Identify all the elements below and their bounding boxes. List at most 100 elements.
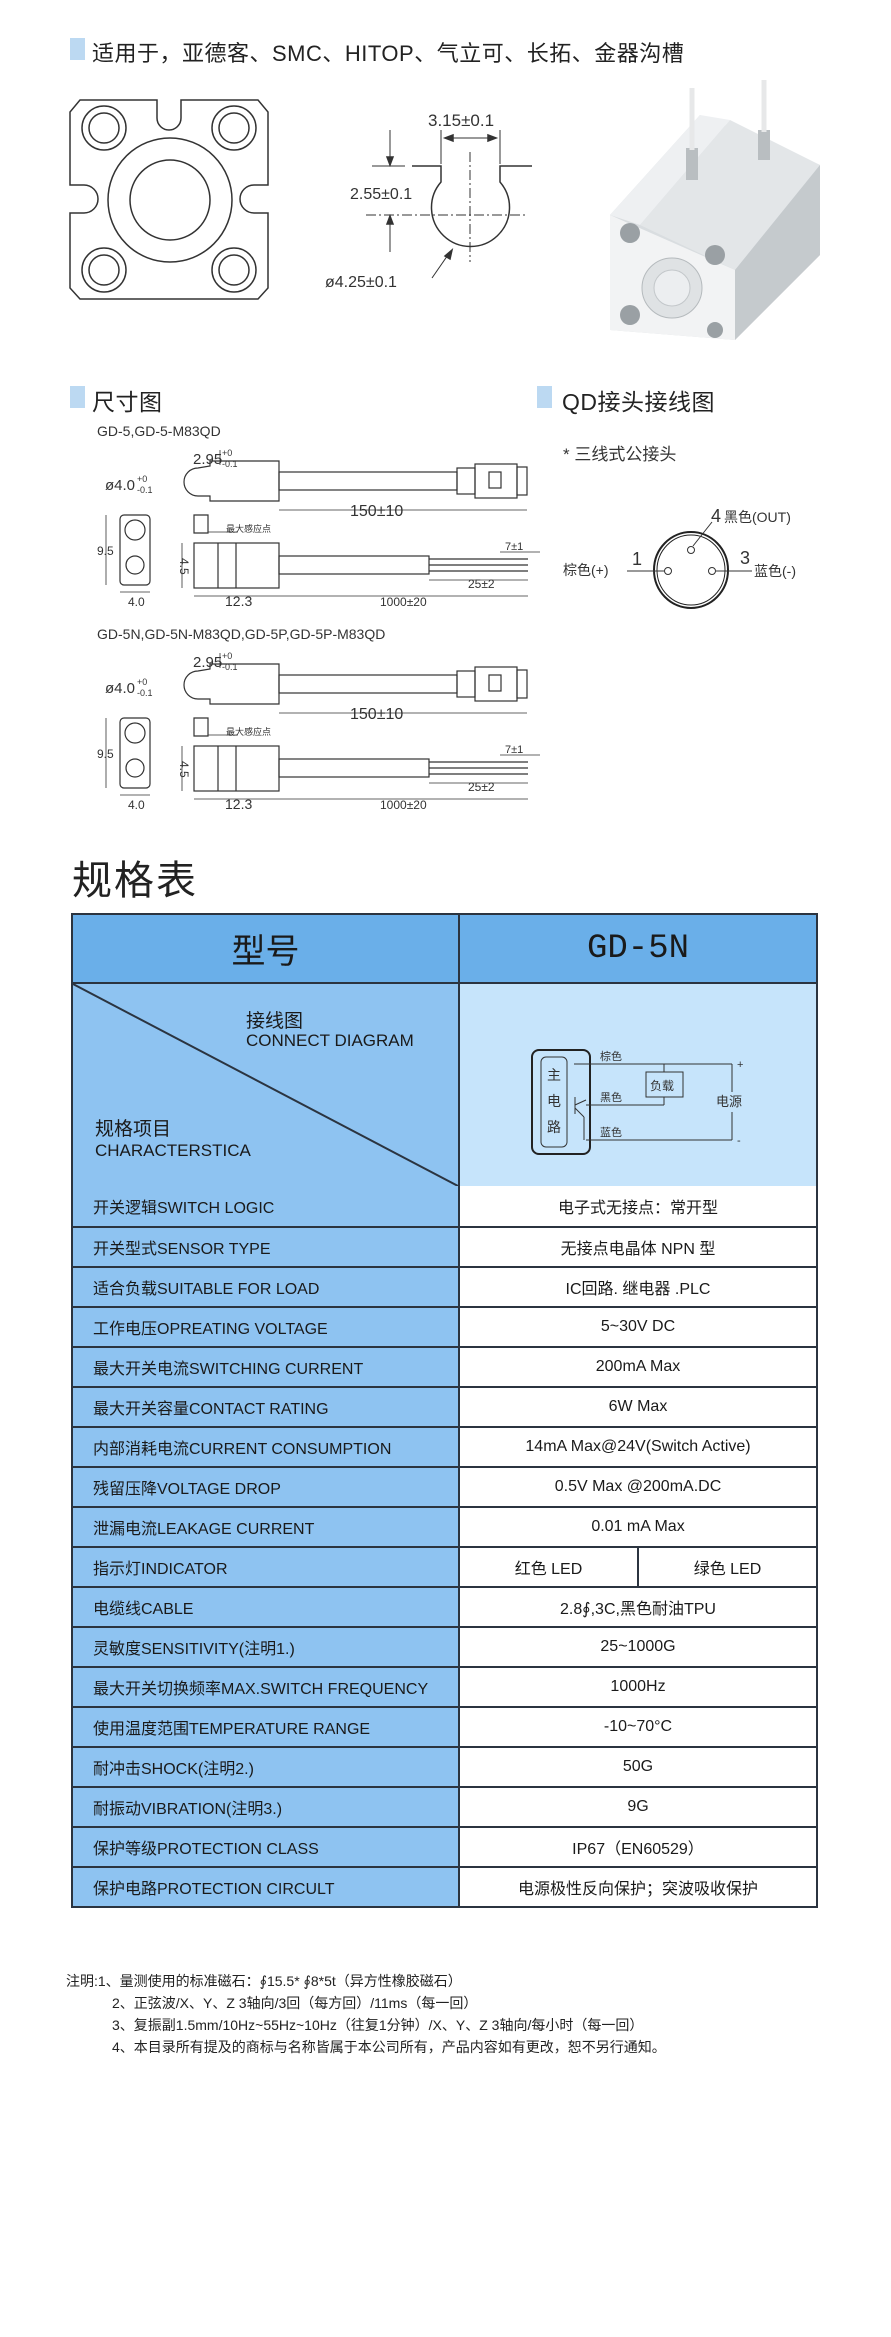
note-3: 3、复振副1.5mm/10Hz~55Hz~10Hz（往复1分钟）/X、Y、Z 3…	[112, 2017, 644, 2033]
minus-label: -	[737, 1135, 741, 1147]
head-width-tol-down: -0.1	[222, 459, 238, 469]
head-dia-tol-up: +0	[137, 677, 147, 687]
spec-value: 电源极性反向保护；突波吸收保护	[460, 1868, 816, 1906]
spec-label: 开关逻辑SWITCH LOGIC	[73, 1186, 460, 1226]
table-row: 灵敏度SENSITIVITY(注明1.)25~1000G	[73, 1626, 816, 1666]
strip-length-dim: 25±2	[468, 780, 495, 794]
wire-end-dim: 7±1	[505, 541, 523, 553]
power-label: 电源	[716, 1094, 742, 1109]
pin3-number: 3	[740, 548, 750, 568]
spec-label: 耐冲击SHOCK(注明2.)	[73, 1748, 460, 1786]
pin1-label: 棕色(+)	[563, 562, 609, 578]
table-header-row: 型号 GD-5N	[73, 915, 816, 982]
note-4: 4、本目录所有提及的商标与名称皆属于本公司所有，产品内容如有更改，恕不另行通知。	[112, 2039, 666, 2055]
circuit-main-3: 路	[547, 1119, 561, 1135]
spec-label: 最大开关切换频率MAX.SWITCH FREQUENCY	[73, 1668, 460, 1706]
wire-black-label: 黑色	[600, 1090, 622, 1104]
notes: 注明:1、量测使用的标准磁石：∮15.5* ∮8*5t（异方性橡胶磁石） 2、正…	[66, 1970, 666, 2058]
sense-point-label: 最大感应点	[226, 523, 271, 534]
width-dim: 4.0	[128, 798, 145, 812]
diagram-row: 接线图 CONNECT DIAGRAM 规格项目 CHARACTERSTICA	[73, 982, 816, 1186]
spec-value: 1000Hz	[460, 1668, 816, 1706]
wire-brown-label: 棕色	[600, 1049, 622, 1063]
item-label-cn: 规格项目	[95, 1119, 172, 1140]
spec-value: 14mA Max@24V(Switch Active)	[460, 1428, 816, 1466]
section-marker	[537, 386, 552, 408]
npn-wiring-diagram: 主 电 路 棕色 黑色 蓝色 负载 电源 + -	[531, 1049, 743, 1155]
sense-height-dim: 4.5	[177, 761, 191, 778]
qd-title: QD接头接线图	[562, 389, 715, 415]
compat-title: 适用于，亚德客、SMC、HITOP、气立可、长拓、金器沟槽	[92, 41, 685, 66]
spec-label: 最大开关电流SWITCHING CURRENT	[73, 1348, 460, 1386]
spec-title: 规格表	[72, 859, 198, 903]
qd-cable-length: 150±10	[350, 706, 403, 723]
circuit-main-2: 电	[547, 1093, 561, 1109]
table-row: 使用温度范围TEMPERATURE RANGE-10~70°C	[73, 1706, 816, 1746]
spec-value: 无接点电晶体 NPN 型	[460, 1228, 816, 1266]
wire-blue-label: 蓝色	[600, 1125, 622, 1139]
spec-value: 绿色 LED	[637, 1548, 816, 1586]
connect-diagram-cell: 主 电 路 棕色 黑色 蓝色 负载 电源 + -	[460, 984, 816, 1186]
height-dim: 9.5	[97, 747, 114, 761]
cable-length-dim: 1000±20	[380, 595, 427, 609]
spec-value: 6W Max	[460, 1388, 816, 1426]
drawing-model: GD-5N,GD-5N-M83QD,GD-5P,GD-5P-M83QD	[97, 626, 385, 642]
head-width-tol-up: +0	[222, 448, 232, 458]
drawing-model: GD-5,GD-5-M83QD	[97, 423, 221, 439]
top-drawings: 3.15±0.1 2.55±0.1 ø4.25±0.1	[69, 80, 820, 340]
spec-value: -10~70°C	[460, 1708, 816, 1746]
head-width-tol-up: +0	[222, 651, 232, 661]
section-marker	[70, 386, 85, 408]
spec-label: 保护等级PROTECTION CLASS	[73, 1828, 460, 1866]
diagram-label-cn: 接线图	[246, 1011, 304, 1032]
cable-length-dim: 1000±20	[380, 798, 427, 812]
head-width-dim: 2.95	[193, 654, 222, 671]
spec-value: 50G	[460, 1748, 816, 1786]
qd-subtitle: * 三线式公接头	[563, 445, 677, 464]
header-model-label: 型号	[73, 915, 460, 982]
slot-width-dim: 3.15±0.1	[428, 111, 494, 130]
note-2: 2、正弦波/X、Y、Z 3轴向/3回（每方回）/11ms（每一回）	[112, 1995, 478, 2011]
head-dia-tol-up: +0	[137, 474, 147, 484]
sense-point-label: 最大感应点	[226, 726, 271, 737]
spec-label: 泄漏电流LEAKAGE CURRENT	[73, 1508, 460, 1546]
slot-profile-drawing	[366, 130, 532, 279]
body-length-dim: 12.3	[225, 593, 252, 609]
pin4-label: 黑色(OUT)	[724, 509, 791, 525]
spec-label: 适合负载SUITABLE FOR LOAD	[73, 1268, 460, 1306]
dimensions-title: 尺寸图	[92, 389, 163, 415]
head-dia-dim: ø4.0	[105, 680, 135, 697]
spec-label: 电缆线CABLE	[73, 1588, 460, 1626]
spec-value: 0.01 mA Max	[460, 1508, 816, 1546]
qd-pin-diagram: 4 黑色(OUT) 1 棕色(+) 3 蓝色(-)	[563, 506, 796, 609]
spec-label: 工作电压OPREATING VOLTAGE	[73, 1308, 460, 1346]
cylinder-end-plate-drawing	[69, 99, 269, 300]
spec-value: 0.5V Max @200mA.DC	[460, 1468, 816, 1506]
slot-depth-dim: 2.55±0.1	[350, 186, 412, 203]
sense-height-dim: 4.5	[177, 558, 191, 575]
pin3-label: 蓝色(-)	[754, 563, 796, 579]
spec-label: 使用温度范围TEMPERATURE RANGE	[73, 1708, 460, 1746]
spec-value: IC回路. 继电器 .PLC	[460, 1268, 816, 1306]
spec-label: 开关型式SENSOR TYPE	[73, 1228, 460, 1266]
height-dim: 9.5	[97, 544, 114, 558]
head-dia-dim: ø4.0	[105, 477, 135, 494]
spec-label: 内部消耗电流CURRENT CONSUMPTION	[73, 1428, 460, 1466]
wire-end-dim: 7±1	[505, 744, 523, 756]
table-row: 耐振动VIBRATION(注明3.)9G	[73, 1786, 816, 1826]
spec-value: 9G	[460, 1788, 816, 1826]
body-length-dim: 12.3	[225, 796, 252, 812]
spec-label: 最大开关容量CONTACT RATING	[73, 1388, 460, 1426]
spec-label: 指示灯INDICATOR	[73, 1548, 460, 1586]
diagonal-divider	[73, 984, 458, 1186]
spec-label: 保护电路PROTECTION CIRCULT	[73, 1868, 460, 1906]
slot-diameter-dim: ø4.25±0.1	[325, 274, 397, 291]
header-model-value: GD-5N	[460, 915, 816, 982]
